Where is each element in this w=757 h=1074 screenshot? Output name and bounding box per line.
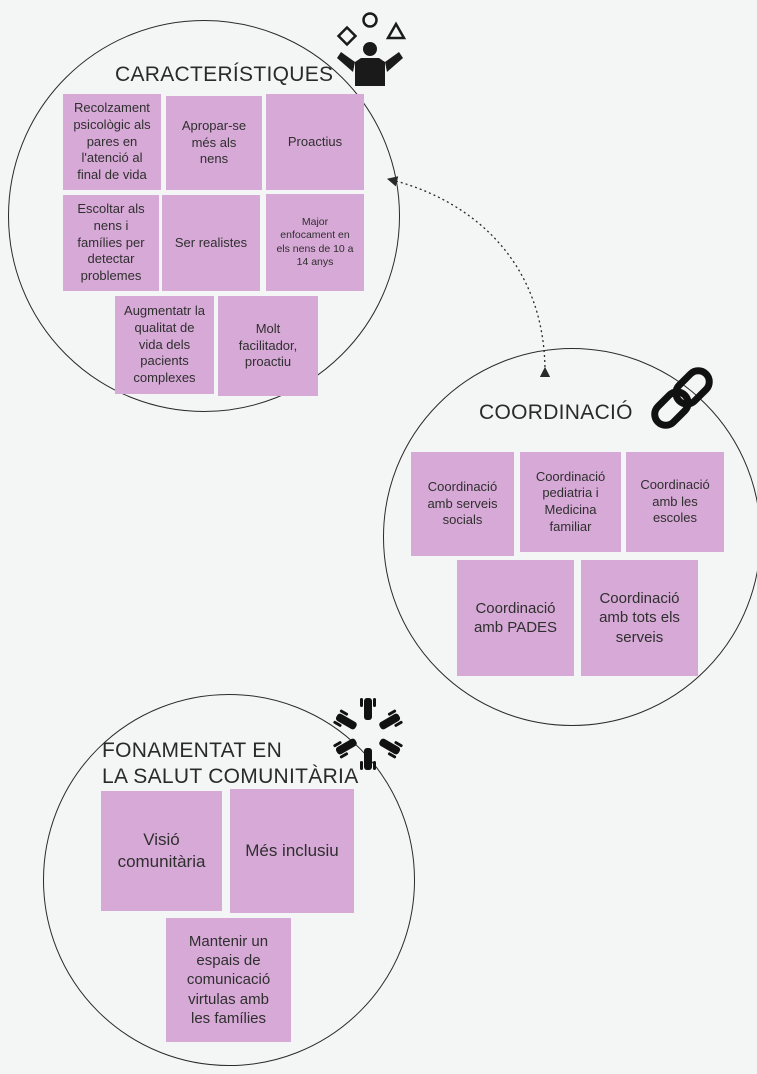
note-card: Mantenir un espais de comunicació virtul… [166,918,291,1042]
comunitaria-title: FONAMENTAT EN LA SALUT COMUNITÀRIA [102,739,359,788]
note-card: Visió comunitària [101,791,222,911]
coordinacio-title: COORDINACIÓ [479,401,633,424]
note-card: Escoltar als nens i famílies per detecta… [63,195,159,291]
note-card: Ser realistes [162,195,260,291]
caracteristiques-title: CARACTERÍSTIQUES [115,63,334,86]
note-card: Coordinació amb les escoles [626,452,724,552]
coordinacio-circle [383,348,757,726]
note-card: Més inclusiu [230,789,354,913]
note-card: Coordinació pediatria i Medicina familia… [520,452,621,552]
note-card: Recolzament psicològic als pares en l'at… [63,94,161,190]
chain-link-icon [651,367,713,429]
note-card: Coordinació amb serveis socials [411,452,514,556]
note-card: Apropar-se més als nens [166,96,262,190]
juggler-icon [336,12,407,86]
note-card: Coordinació amb tots els serveis [581,560,698,676]
comunitaria-circle [43,694,415,1066]
note-card: Augmentatr la qualitat de vida dels paci… [115,296,214,394]
note-card: Major enfocament en els nens de 10 a 14 … [266,194,364,291]
note-card: Molt facilitador, proactiu [218,296,318,396]
note-card: Coordinació amb PADES [457,560,574,676]
note-card: Proactius [266,94,364,190]
hands-circle-icon [333,698,403,770]
